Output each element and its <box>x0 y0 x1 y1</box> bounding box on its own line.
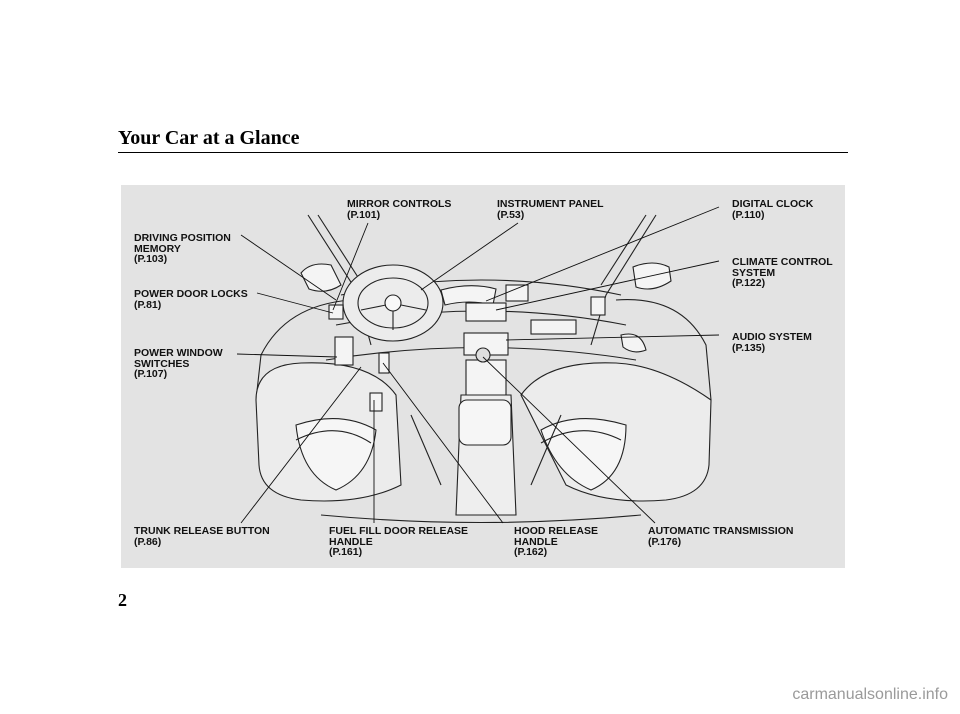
leader-hood-release <box>382 362 504 524</box>
callout-digital-clock: DIGITAL CLOCK (P.110) <box>732 199 813 220</box>
callout-page-ref: (P.162) <box>514 546 548 558</box>
rear-floor <box>410 414 562 486</box>
callout-power-door-locks: POWER DOOR LOCKS (P.81) <box>134 289 248 310</box>
callout-page-ref: (P.122) <box>732 277 766 289</box>
climate-control-unit <box>465 302 507 322</box>
callout-automatic-transmission: AUTOMATIC TRANSMISSION (P.176) <box>648 526 793 547</box>
leader-digital-clock <box>485 206 720 302</box>
callout-page-ref: (P.81) <box>134 298 162 311</box>
right-headrest <box>540 430 622 444</box>
left-headrest <box>295 430 372 444</box>
glovebox <box>530 319 577 335</box>
callout-page-ref: (P.110) <box>732 208 765 221</box>
left-a-pillar-inner <box>317 214 364 286</box>
title-divider <box>118 152 848 153</box>
page-title: Your Car at a Glance <box>118 127 300 149</box>
trunk-release-switch <box>369 392 383 412</box>
leader-instrument-panel <box>420 222 519 291</box>
callout-fuel-fill-door-release-handle: FUEL FILL DOOR RELEASE HANDLE (P.161) <box>329 526 468 558</box>
window-switch-panel <box>334 336 354 366</box>
armrest <box>458 399 512 446</box>
shifter-console <box>465 359 507 401</box>
callout-label: HOOD RELEASE <box>514 525 599 537</box>
right-door-panel <box>615 298 712 401</box>
callout-page-ref: (P.135) <box>732 341 766 354</box>
watermark: carmanualsonline.info <box>792 686 948 703</box>
leader-power-window-switches <box>236 353 338 358</box>
callout-label-line2: MEMORY <box>134 242 181 255</box>
callout-label: POWER WINDOW <box>134 347 223 359</box>
callout-label: AUDIO SYSTEM <box>732 331 812 343</box>
callout-trunk-release-button: TRUNK RELEASE BUTTON (P.86) <box>134 526 270 547</box>
center-vent <box>505 284 529 302</box>
steering-spoke <box>360 304 427 330</box>
callout-label-line2: HANDLE <box>514 535 558 548</box>
callout-driving-position-memory: DRIVING POSITION MEMORY (P.103) <box>134 233 231 265</box>
callout-hood-release-handle: HOOD RELEASE HANDLE (P.162) <box>514 526 598 558</box>
callout-label-line2: SWITCHES <box>134 357 190 370</box>
leader-climate-control <box>495 260 720 311</box>
leader-mirror-controls <box>332 222 369 311</box>
instrument-cluster <box>440 285 497 306</box>
leader-power-door-locks <box>256 292 334 314</box>
callout-page-ref: (P.107) <box>134 368 168 380</box>
callout-page-ref: (P.176) <box>648 535 682 548</box>
callout-page-ref: (P.103) <box>134 253 168 265</box>
callout-climate-control-system: CLIMATE CONTROL SYSTEM (P.122) <box>732 257 833 289</box>
callout-label: DRIVING POSITION <box>134 232 231 244</box>
callout-page-ref: (P.53) <box>497 208 525 221</box>
door-lock-switch <box>328 304 344 320</box>
callout-label: AUTOMATIC TRANSMISSION <box>648 525 794 537</box>
right-a-pillar-inner <box>600 214 647 286</box>
callout-page-ref: (P.101) <box>347 208 381 221</box>
callout-label: TRUNK RELEASE BUTTON <box>134 525 270 537</box>
callout-label: MIRROR CONTROLS <box>347 198 452 210</box>
page-number: 2 <box>118 590 127 610</box>
callout-mirror-controls: MIRROR CONTROLS (P.101) <box>347 199 451 220</box>
leader-audio-system <box>505 334 720 341</box>
callout-label-line2: SYSTEM <box>732 266 776 279</box>
callout-page-ref: (P.161) <box>329 546 363 558</box>
leader-automatic-transmission <box>482 356 656 524</box>
callout-instrument-panel: INSTRUMENT PANEL (P.53) <box>497 199 604 220</box>
right-a-pillar <box>590 214 657 346</box>
left-side-mirror <box>300 263 342 292</box>
callout-label-line2: HANDLE <box>329 535 373 548</box>
right-vent <box>590 296 606 316</box>
rear-seat-edge <box>320 514 642 524</box>
car-interior-illustration <box>236 206 720 524</box>
left-seat-cushion <box>295 418 377 491</box>
shift-knob <box>475 347 491 363</box>
callout-label: FUEL FILL DOOR RELEASE <box>329 525 469 537</box>
callout-label: POWER DOOR LOCKS <box>134 288 248 300</box>
callout-label: DIGITAL CLOCK <box>732 198 814 210</box>
leader-driving-position-memory <box>240 234 337 301</box>
callout-label: CLIMATE CONTROL <box>732 256 833 268</box>
callout-audio-system: AUDIO SYSTEM (P.135) <box>732 332 812 353</box>
callout-power-window-switches: POWER WINDOW SWITCHES (P.107) <box>134 348 223 380</box>
fuel-door-lever <box>378 352 390 374</box>
leader-trunk-release <box>240 366 362 524</box>
callout-page-ref: (P.86) <box>134 535 162 548</box>
callout-label: INSTRUMENT PANEL <box>497 198 604 210</box>
right-door-handle <box>620 333 647 353</box>
steering-hub <box>384 294 402 312</box>
